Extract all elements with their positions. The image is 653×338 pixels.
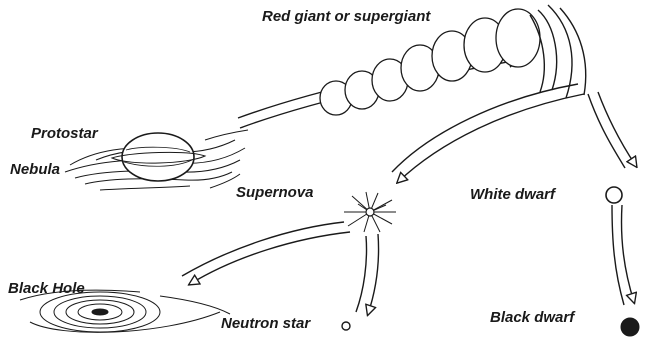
label-nebula: Nebula bbox=[10, 161, 60, 178]
arrow-to-supernova bbox=[392, 84, 584, 182]
label-red-giant: Red giant or supergiant bbox=[262, 8, 431, 25]
supernova-icon bbox=[344, 192, 396, 232]
white-dwarf-icon bbox=[606, 187, 622, 203]
black-dwarf-icon bbox=[621, 318, 639, 336]
arrow-to-black-hole bbox=[182, 222, 350, 284]
label-supernova: Supernova bbox=[236, 184, 314, 201]
label-black-hole: Black Hole bbox=[8, 280, 85, 297]
arrow-to-black-dwarf bbox=[612, 205, 634, 305]
label-protostar: Protostar bbox=[31, 125, 99, 142]
arrow-to-neutron-star bbox=[356, 234, 379, 314]
label-white-dwarf: White dwarf bbox=[470, 186, 557, 203]
protostar-icon bbox=[112, 133, 205, 181]
label-neutron-star: Neutron star bbox=[221, 315, 311, 332]
arrow-to-white-dwarf bbox=[588, 92, 636, 168]
label-black-dwarf: Black dwarf bbox=[490, 309, 576, 326]
neutron-star-icon bbox=[342, 322, 350, 330]
